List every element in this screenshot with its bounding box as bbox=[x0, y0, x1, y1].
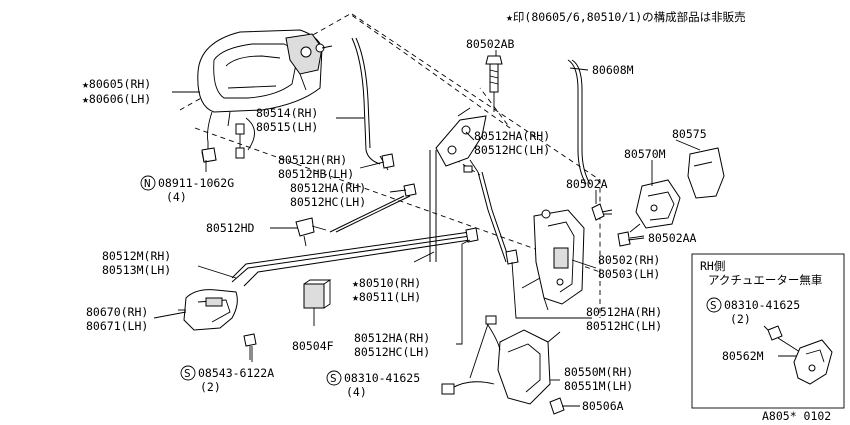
s-symbol-text: S bbox=[184, 367, 191, 380]
label-80551m: 80551M(LH) bbox=[564, 379, 633, 393]
label-80512hc-mid: 80512HC(LH) bbox=[290, 195, 366, 209]
label-08911-qty: (4) bbox=[166, 190, 187, 204]
inset-rh-no-actuator: RH側 アクチュエーター無車 S 08310-41625 (2) 80562M bbox=[691, 253, 845, 409]
label-80512hd: 80512HD bbox=[206, 221, 255, 235]
label-80502a: 80502A bbox=[566, 177, 608, 191]
inside-handle-part bbox=[178, 289, 238, 331]
clip-08911-part bbox=[201, 147, 217, 163]
n-symbol-08911: N bbox=[140, 175, 156, 191]
label-80506a: 80506A bbox=[582, 399, 624, 413]
rod-80514 bbox=[351, 37, 389, 171]
rods-80510 bbox=[329, 150, 511, 263]
label-80514: 80514(RH) bbox=[256, 106, 318, 120]
label-80512m: 80512M(RH) bbox=[102, 249, 171, 263]
rods-80512m bbox=[231, 229, 479, 287]
label-80605: ★80605(RH) bbox=[82, 77, 151, 91]
screw-08543-part bbox=[243, 333, 257, 360]
outside-handle-part bbox=[197, 29, 333, 163]
leader-lines bbox=[153, 50, 701, 381]
label-80575: 80575 bbox=[672, 127, 707, 141]
label-80512hc-r: 80512HC(LH) bbox=[586, 319, 662, 333]
door-lock-part bbox=[521, 209, 585, 311]
label-08911: 08911-1062G bbox=[158, 176, 234, 190]
label-80502ab: 80502AB bbox=[466, 37, 515, 51]
inset-title-line2: アクチュエーター無車 bbox=[708, 273, 822, 287]
label-80513m: 80513M(LH) bbox=[102, 263, 171, 277]
plate-80575-part bbox=[687, 147, 725, 199]
s-symbol-08310: S bbox=[326, 370, 342, 386]
actuator-part bbox=[441, 315, 561, 405]
label-80512ha-b: 80512HA(RH) bbox=[354, 331, 430, 345]
label-80515: 80515(LH) bbox=[256, 120, 318, 134]
label-08310: 08310-41625 bbox=[344, 371, 420, 385]
bolt-80502ab-part bbox=[485, 55, 503, 112]
non-sale-note: ★印(80605/6,80510/1)の構成部品は非販売 bbox=[506, 10, 746, 24]
label-80503: 80503(LH) bbox=[598, 267, 660, 281]
inset-part-label: 80562M bbox=[722, 349, 764, 363]
label-80510: ★80510(RH) bbox=[352, 276, 421, 290]
assembly-dashed-outline bbox=[179, 13, 601, 318]
rod-80608m bbox=[567, 59, 591, 185]
label-80550m: 80550M(RH) bbox=[564, 365, 633, 379]
label-80512hc-top: 80512HC(LH) bbox=[474, 143, 550, 157]
label-80511: ★80511(LH) bbox=[352, 290, 421, 304]
label-80512ha-r: 80512HA(RH) bbox=[586, 305, 662, 319]
label-80502aa: 80502AA bbox=[648, 231, 697, 245]
inset-title-line1: RH側 bbox=[700, 259, 725, 273]
label-08543-qty: (2) bbox=[200, 380, 221, 394]
label-80512ha-top: 80512HA(RH) bbox=[474, 129, 550, 143]
s-symbol-text: S bbox=[330, 372, 337, 385]
label-80671: 80671(LH) bbox=[86, 319, 148, 333]
inset-bolt-qty: (2) bbox=[730, 312, 751, 326]
label-08543: 08543-6122A bbox=[198, 366, 274, 380]
label-80606: ★80606(LH) bbox=[82, 92, 151, 106]
inset-bolt-label: 08310-41625 bbox=[724, 298, 800, 312]
striker-80570m-part bbox=[629, 179, 681, 233]
rod-clips bbox=[295, 153, 519, 265]
n-symbol-text: N bbox=[144, 177, 151, 190]
label-80504f: 80504F bbox=[292, 339, 334, 353]
s-symbol-08543: S bbox=[180, 365, 196, 381]
label-80608m: 80608M bbox=[592, 63, 634, 77]
inset-s-symbol: S bbox=[710, 299, 717, 312]
screw-80506a-part bbox=[549, 397, 580, 415]
label-08310-qty: (4) bbox=[346, 385, 367, 399]
label-80512h: 80512H(RH) bbox=[278, 153, 347, 167]
bracket-80504f-part bbox=[303, 279, 332, 309]
screw-80502a-part bbox=[591, 203, 613, 221]
bellcrank-bracket-part bbox=[435, 107, 487, 173]
label-80512hc-b: 80512HC(LH) bbox=[354, 345, 430, 359]
screw-80502aa-part bbox=[617, 231, 645, 247]
label-80670: 80670(RH) bbox=[86, 305, 148, 319]
label-80512ha-mid: 80512HA(RH) bbox=[290, 181, 366, 195]
label-80502: 80502(RH) bbox=[598, 253, 660, 267]
label-80512hb: 80512HB(LH) bbox=[278, 167, 354, 181]
label-80570m: 80570M bbox=[624, 147, 666, 161]
footer-code: A805* 0102 bbox=[762, 409, 831, 423]
